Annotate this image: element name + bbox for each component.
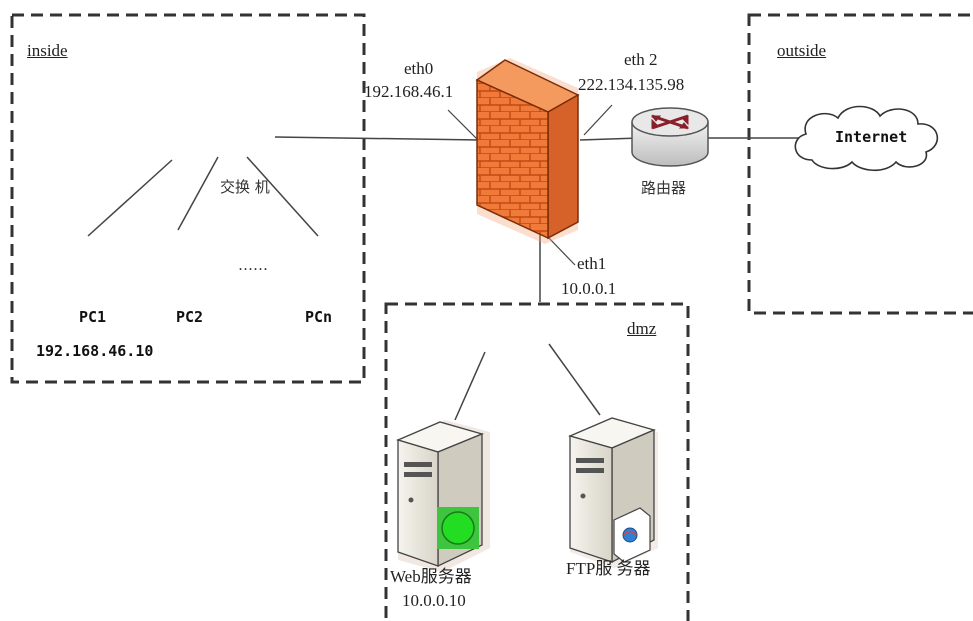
internet-label: Internet	[835, 128, 908, 146]
firewall-router-link	[579, 137, 641, 141]
inside-zone-label: inside	[27, 41, 68, 60]
eth0-ip-label: 192.168.46.1	[364, 82, 454, 101]
web-server-ip-label: 10.0.0.10	[402, 591, 466, 610]
pc1-ip-label: 192.168.46.10	[36, 342, 154, 360]
router-label: 路由器	[641, 179, 687, 197]
outside-zone-border	[747, 13, 973, 315]
ftp-server-icon	[568, 417, 658, 568]
cloud-icon	[794, 105, 939, 172]
switch-pcn-link	[246, 156, 319, 237]
eth1-label: eth1	[577, 254, 607, 273]
pc2-label: PC2	[176, 308, 204, 326]
outside-zone-label: outside	[777, 41, 827, 60]
dmz-zone-border	[384, 302, 690, 621]
inside-zone-border	[10, 13, 366, 384]
eth2-label: eth 2	[624, 50, 658, 69]
dmz-ftp-link	[548, 343, 601, 416]
ftp-server-label: FTP服 务器	[566, 559, 651, 578]
pc-ellipsis: ……	[238, 256, 268, 274]
dmz-zone-label: dmz	[627, 319, 657, 338]
switch-pc2-link	[177, 156, 219, 231]
eth0-label: eth0	[404, 59, 434, 78]
eth1-pointer	[546, 235, 576, 266]
switch-pc1-link	[87, 159, 173, 237]
switch-firewall-link	[274, 136, 481, 141]
eth0-pointer	[447, 109, 479, 141]
web-server-label: Web服务器	[390, 567, 472, 586]
switch-label: 交换 机	[220, 178, 270, 196]
pc1-label: PC1	[79, 308, 107, 326]
router-icon	[631, 107, 709, 167]
eth2-pointer	[583, 104, 613, 136]
eth2-ip-label: 222.134.135.98	[578, 75, 685, 94]
dmz-web-link	[454, 351, 486, 421]
web-server-icon	[396, 420, 490, 572]
firewall-icon	[475, 58, 580, 244]
pcn-label: PCn	[305, 308, 333, 326]
eth1-ip-label: 10.0.0.1	[561, 279, 617, 298]
